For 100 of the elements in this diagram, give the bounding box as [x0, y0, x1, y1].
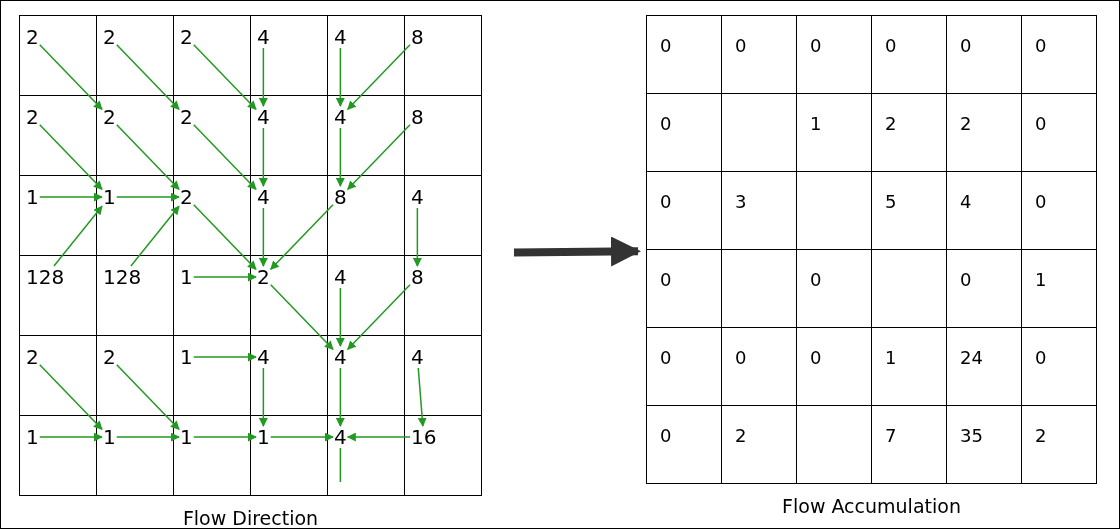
arrow	[116, 432, 180, 442]
arrow	[53, 205, 103, 267]
cell-value: 8	[411, 27, 424, 47]
cell-value: 128	[103, 267, 142, 287]
arrow	[270, 283, 334, 351]
arrow	[270, 203, 334, 271]
cell-value: 1	[1035, 271, 1047, 289]
grid-caption: Flow Accumulation	[782, 497, 961, 516]
arrow	[417, 367, 427, 427]
cell-value: 4	[334, 27, 347, 47]
arrow	[335, 47, 345, 107]
arrow	[116, 123, 180, 191]
cell-value: 2	[26, 347, 39, 367]
cell-value: 24	[960, 349, 983, 367]
arrow	[335, 287, 345, 347]
cell-value: 8	[334, 187, 347, 207]
cell-value: 3	[735, 193, 747, 211]
cell-value: 0	[660, 271, 672, 289]
cell-value: 4	[411, 187, 424, 207]
cell-value: 128	[26, 267, 65, 287]
cell-value: 4	[411, 347, 424, 367]
arrow	[335, 367, 345, 427]
arrow	[193, 203, 257, 271]
arrow	[116, 363, 180, 431]
cell-value: 0	[810, 37, 822, 55]
cell-value: 1	[103, 427, 116, 447]
cell-value: 8	[411, 107, 424, 127]
cell-value: 0	[660, 427, 672, 445]
cell-value: 4	[257, 187, 270, 207]
cell-value: 0	[735, 37, 747, 55]
cell-value: 4	[257, 347, 270, 367]
arrow	[193, 272, 257, 282]
cell-value: 0	[810, 271, 822, 289]
arrow	[39, 363, 103, 431]
arrow	[258, 207, 268, 267]
cell-value: 0	[810, 349, 822, 367]
cell-value: 0	[735, 349, 747, 367]
cell-value: 4	[960, 193, 972, 211]
cell-value: 0	[885, 37, 897, 55]
cell-value: 0	[1035, 349, 1047, 367]
cell-value: 2	[103, 27, 116, 47]
cell-value: 1	[180, 347, 193, 367]
cell-value: 2	[26, 27, 39, 47]
cell-value: 2	[103, 347, 116, 367]
cell-value: 4	[334, 427, 347, 447]
cell-value: 2	[885, 115, 897, 133]
arrow	[347, 43, 411, 111]
arrow	[116, 192, 180, 202]
cell-value: 2	[26, 107, 39, 127]
arrow	[116, 43, 180, 111]
cell-value: 5	[885, 193, 897, 211]
cell-value: 2	[735, 427, 747, 445]
arrow	[193, 123, 257, 191]
cell-value: 1	[26, 427, 39, 447]
arrow	[39, 123, 103, 191]
cell-value: 0	[960, 271, 972, 289]
cell-value: 4	[334, 267, 347, 287]
cell-value: 4	[334, 347, 347, 367]
cell-value: 0	[660, 37, 672, 55]
cell-value: 35	[960, 427, 983, 445]
cell-value: 0	[660, 193, 672, 211]
arrow	[347, 283, 411, 351]
cell-value: 0	[1035, 115, 1047, 133]
arrow	[193, 43, 257, 111]
grid-panel	[19, 15, 482, 528]
cell-value: 1	[180, 427, 193, 447]
arrow	[193, 352, 257, 362]
arrow	[258, 47, 268, 107]
arrow	[513, 236, 641, 267]
cell-value: 1	[103, 187, 116, 207]
cell-value: 0	[960, 37, 972, 55]
cell-value: 2	[257, 267, 270, 287]
arrow	[39, 432, 103, 442]
arrow	[346, 432, 411, 442]
cell-value: 4	[257, 107, 270, 127]
cell-value: 1	[810, 115, 822, 133]
arrow	[39, 43, 103, 111]
arrow	[130, 205, 180, 267]
arrow	[270, 432, 334, 442]
cell-value: 2	[1035, 427, 1047, 445]
cell-value: 2	[103, 107, 116, 127]
cell-value: 2	[180, 27, 193, 47]
cell-value: 16	[411, 427, 437, 447]
arrow	[412, 207, 422, 267]
cell-value: 1	[180, 267, 193, 287]
cell-value: 0	[1035, 193, 1047, 211]
cell-value: 4	[334, 107, 347, 127]
arrow	[347, 123, 411, 191]
arrow	[335, 127, 345, 187]
cell-value: 1	[26, 187, 39, 207]
cell-value: 0	[660, 115, 672, 133]
cell-value: 0	[1035, 37, 1047, 55]
cell-value: 1	[257, 427, 270, 447]
cell-value: 2	[180, 187, 193, 207]
arrow	[193, 432, 257, 442]
cell-value: 4	[257, 27, 270, 47]
cell-value: 1	[885, 349, 897, 367]
grid-caption: Flow Direction	[182, 509, 319, 528]
arrow	[258, 127, 268, 187]
cell-value: 8	[411, 267, 424, 287]
